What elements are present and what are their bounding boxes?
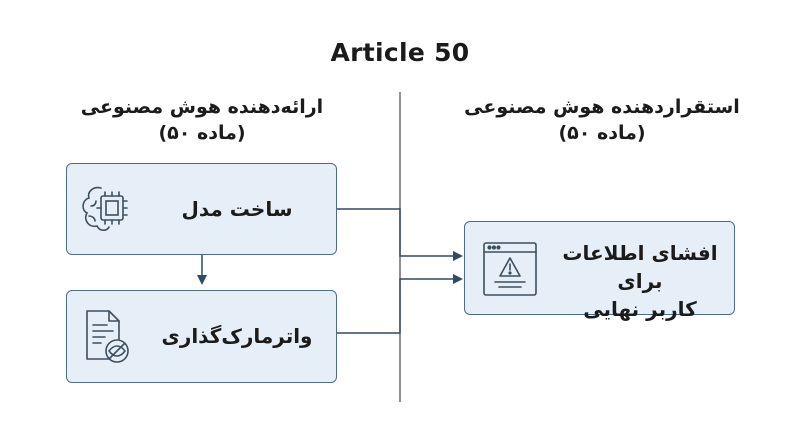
ai-chip-brain-icon — [82, 186, 128, 232]
document-watermark-icon — [86, 310, 129, 363]
disclosure-box: افشای اطلاعات برای کاربر نهایی — [464, 221, 735, 321]
deployer-heading: استقراردهنده هوش مصنوعی (ماده ۵۰) — [462, 94, 742, 146]
disclosure-label: افشای اطلاعات برای کاربر نهایی — [551, 239, 729, 323]
build-model-box: ساخت مدل — [66, 163, 337, 255]
provider-heading-text: ارائه‌دهنده هوش مصنوعی — [80, 96, 324, 118]
connector-watermark-to-disclosure — [337, 274, 463, 334]
disclosure-label-line2: کاربر نهایی — [583, 297, 697, 321]
build-model-label: ساخت مدل — [181, 197, 293, 221]
provider-subheading: (ماده ۵۰) — [158, 122, 246, 144]
watermarking-box: واترمارک‌گذاری — [66, 290, 337, 383]
watermarking-label: واترمارک‌گذاری — [161, 324, 313, 348]
deployer-subheading: (ماده ۵۰) — [558, 122, 646, 144]
diagram-title: Article 50 — [330, 38, 470, 67]
deployer-heading-text: استقراردهنده هوش مصنوعی — [464, 96, 740, 118]
provider-heading: ارائه‌دهنده هوش مصنوعی (ماده ۵۰) — [62, 94, 342, 146]
disclosure-label-line1: افشای اطلاعات برای — [562, 241, 718, 293]
browser-warning-icon — [483, 242, 537, 296]
connector-build-to-disclosure — [337, 208, 463, 261]
